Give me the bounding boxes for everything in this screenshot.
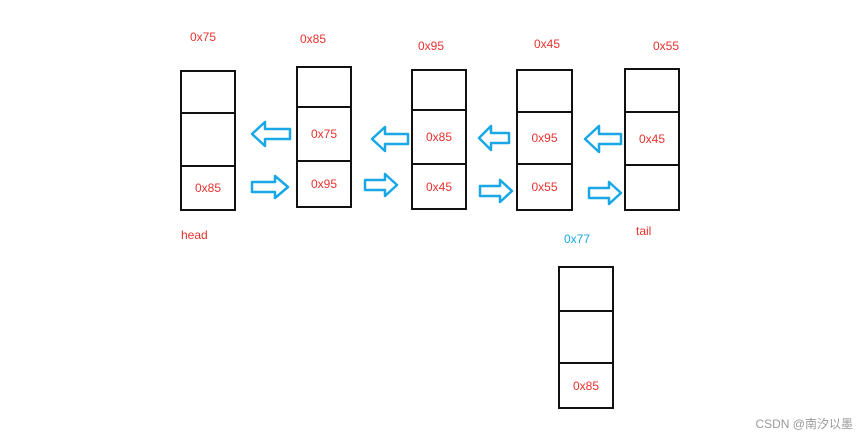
list-node: 0x95 0x55 [516,69,573,211]
next-pointer-arrow-icon [363,172,399,198]
list-node-head: 0x85 [180,70,236,211]
node-prev-field: 0x95 [518,111,571,163]
node-next-field: 0x45 [413,163,465,208]
prev-pointer-arrow-icon [477,124,511,152]
node-prev-field: 0x85 [413,109,465,163]
node-address-label: 0x75 [190,30,217,44]
node-data-field [182,72,234,112]
node-prev-field: 0x45 [626,111,678,164]
tail-label: tail [636,224,652,238]
node-next-field: 0x55 [518,163,571,209]
next-pointer-arrow-icon [587,180,623,206]
node-prev-field: 0x75 [298,106,350,160]
node-address-label: 0x95 [418,39,445,53]
prev-pointer-arrow-icon [583,124,623,154]
list-node-tail: 0x45 [624,68,680,211]
node-data-field [298,68,350,106]
node-next-field: 0x85 [182,165,234,209]
node-address-label: 0x45 [534,37,561,51]
prev-pointer-arrow-icon [250,120,292,148]
next-pointer-arrow-icon [250,174,290,200]
new-node-address-label: 0x77 [564,232,591,246]
node-next-field: 0x95 [298,160,350,206]
node-address-label: 0x55 [653,39,680,53]
new-list-node: 0x85 [558,266,614,409]
prev-pointer-arrow-icon [370,125,410,153]
watermark: CSDN @南汐以墨 [755,417,853,431]
node-data-field [413,71,465,109]
list-node: 0x75 0x95 [296,66,352,208]
next-pointer-arrow-icon [478,178,514,204]
node-next-field: 0x85 [560,362,612,407]
node-data-field [560,268,612,310]
node-next-field [626,164,678,209]
node-address-label: 0x85 [300,32,327,46]
node-data-field [626,70,678,111]
node-prev-field [182,112,234,165]
node-data-field [518,71,571,111]
list-node: 0x85 0x45 [411,69,467,210]
head-label: head [181,228,208,242]
node-prev-field [560,310,612,362]
